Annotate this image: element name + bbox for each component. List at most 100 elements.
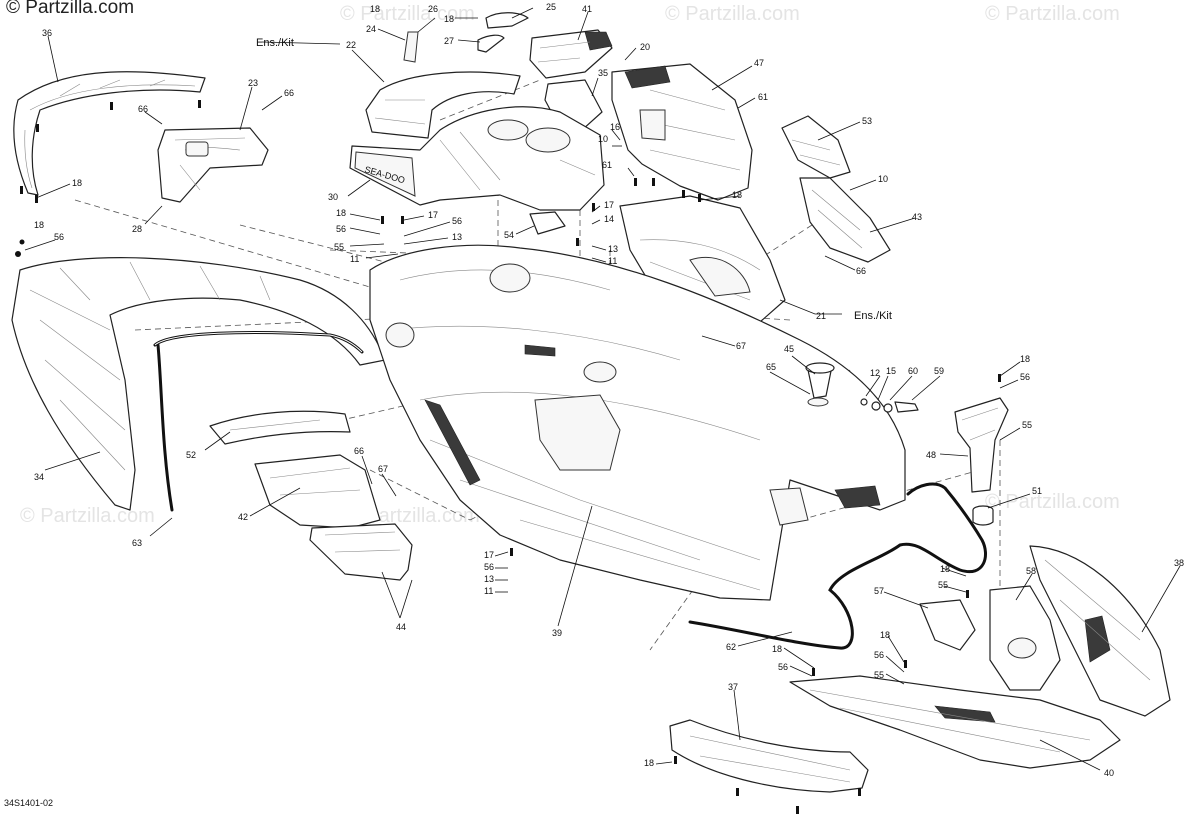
- callout: 54: [504, 230, 514, 240]
- callout: 66: [354, 446, 364, 456]
- part-54-block: [529, 211, 566, 235]
- callout: 18: [34, 220, 44, 230]
- callout: 39: [552, 628, 562, 638]
- kit-label-21: Ens./Kit: [854, 310, 892, 322]
- callout: 11: [484, 586, 493, 596]
- fastener-cluster: [860, 398, 919, 413]
- callout-labels: 36 23 66 66 18 28 18 56 22 24 18 26 18 2…: [34, 2, 1184, 778]
- callout: 18: [732, 190, 742, 200]
- callout: 10: [598, 134, 608, 144]
- part-22-console-top: [365, 31, 521, 139]
- part-30-console: SEA-DOO: [349, 106, 605, 211]
- watermark: © Partzilla.com: [345, 505, 480, 527]
- callout: 18: [72, 178, 82, 188]
- callout: 56: [874, 650, 884, 660]
- callout: 59: [934, 366, 944, 376]
- part-62-hose: [688, 482, 987, 650]
- callout: 36: [42, 28, 52, 38]
- part-39-main-deck: [369, 244, 906, 601]
- callout: 28: [132, 224, 142, 234]
- callout: 17: [428, 210, 438, 220]
- part-48-bracket: [954, 397, 1009, 493]
- part-23-panel: [157, 127, 269, 203]
- part-53-side-cover: [781, 115, 851, 179]
- callout: 18: [940, 564, 950, 574]
- part-25-trim: [477, 12, 529, 53]
- callout: 41: [582, 4, 592, 14]
- callout: 61: [758, 92, 768, 102]
- callout: 18: [336, 208, 346, 218]
- callout: 35: [598, 68, 608, 78]
- callout: 23: [248, 78, 258, 88]
- part-40-platform: [789, 675, 1121, 769]
- part-34-left-side: [11, 257, 386, 511]
- callout: 56: [1020, 372, 1030, 382]
- callout: 57: [874, 586, 884, 596]
- callout: 55: [1022, 420, 1032, 430]
- callout: 27: [444, 36, 454, 46]
- callout: 55: [938, 580, 948, 590]
- callout: 25: [546, 2, 556, 12]
- callout: 67: [736, 341, 746, 351]
- callout: 60: [908, 366, 918, 376]
- part-43-side-panel: [799, 177, 891, 263]
- part-37-step: [669, 719, 869, 793]
- callout: 15: [886, 366, 896, 376]
- callout: 17: [484, 550, 494, 560]
- callout: 13: [484, 574, 494, 584]
- callout: 56: [778, 662, 788, 672]
- callout: 18: [370, 4, 380, 14]
- callout: 56: [54, 232, 64, 242]
- callout: 40: [1104, 768, 1114, 778]
- watermark-header: © Partzilla.com: [6, 0, 135, 18]
- callout: 63: [132, 538, 142, 548]
- callout: 38: [1174, 558, 1184, 568]
- watermark: © Partzilla.com: [665, 3, 800, 25]
- part-63-seal: [153, 331, 364, 512]
- callout: 34: [34, 472, 44, 482]
- diagram-code: 34S1401-02: [4, 798, 54, 808]
- part-41-display: [529, 29, 613, 79]
- callout: 52: [186, 450, 196, 460]
- watermark: © Partzilla.com: [20, 505, 155, 527]
- callout: 20: [640, 42, 650, 52]
- callout: 13: [608, 244, 618, 254]
- kit-label-22: Ens./Kit: [256, 37, 294, 49]
- callout: 67: [378, 464, 388, 474]
- part-38-rear-deck: [1029, 545, 1171, 717]
- watermark: © Partzilla.com: [985, 3, 1120, 25]
- callout: 12: [870, 368, 880, 378]
- callout: 18: [644, 758, 654, 768]
- part-42-lower-panel: [254, 454, 381, 529]
- bolts: [15, 100, 1001, 814]
- callout: 51: [1032, 486, 1042, 496]
- callout: 13: [452, 232, 462, 242]
- callout: 30: [328, 192, 338, 202]
- callout: 43: [912, 212, 922, 222]
- part-52-trim: [209, 410, 351, 445]
- callout: 37: [728, 682, 738, 692]
- callout: 66: [284, 88, 294, 98]
- part-57-rear-center: [919, 585, 1061, 691]
- part-65-bushing: [805, 362, 835, 407]
- callout: 11: [350, 254, 359, 264]
- callout: 16: [610, 122, 620, 132]
- callout: 44: [396, 622, 406, 632]
- callout: 10: [878, 174, 888, 184]
- callout: 18: [880, 630, 890, 640]
- callout: 65: [766, 362, 776, 372]
- callout: 55: [334, 242, 344, 252]
- callout: 62: [726, 642, 736, 652]
- callout: 66: [856, 266, 866, 276]
- part-44-footwell: [309, 523, 413, 581]
- callout: 11: [608, 256, 617, 266]
- callout: 66: [138, 104, 148, 114]
- callout: 14: [604, 214, 614, 224]
- watermark: © Partzilla.com: [340, 3, 475, 25]
- callout: 17: [604, 200, 614, 210]
- callout: 56: [484, 562, 494, 572]
- callout: 56: [452, 216, 462, 226]
- callout: 56: [336, 224, 346, 234]
- callout: 18: [772, 644, 782, 654]
